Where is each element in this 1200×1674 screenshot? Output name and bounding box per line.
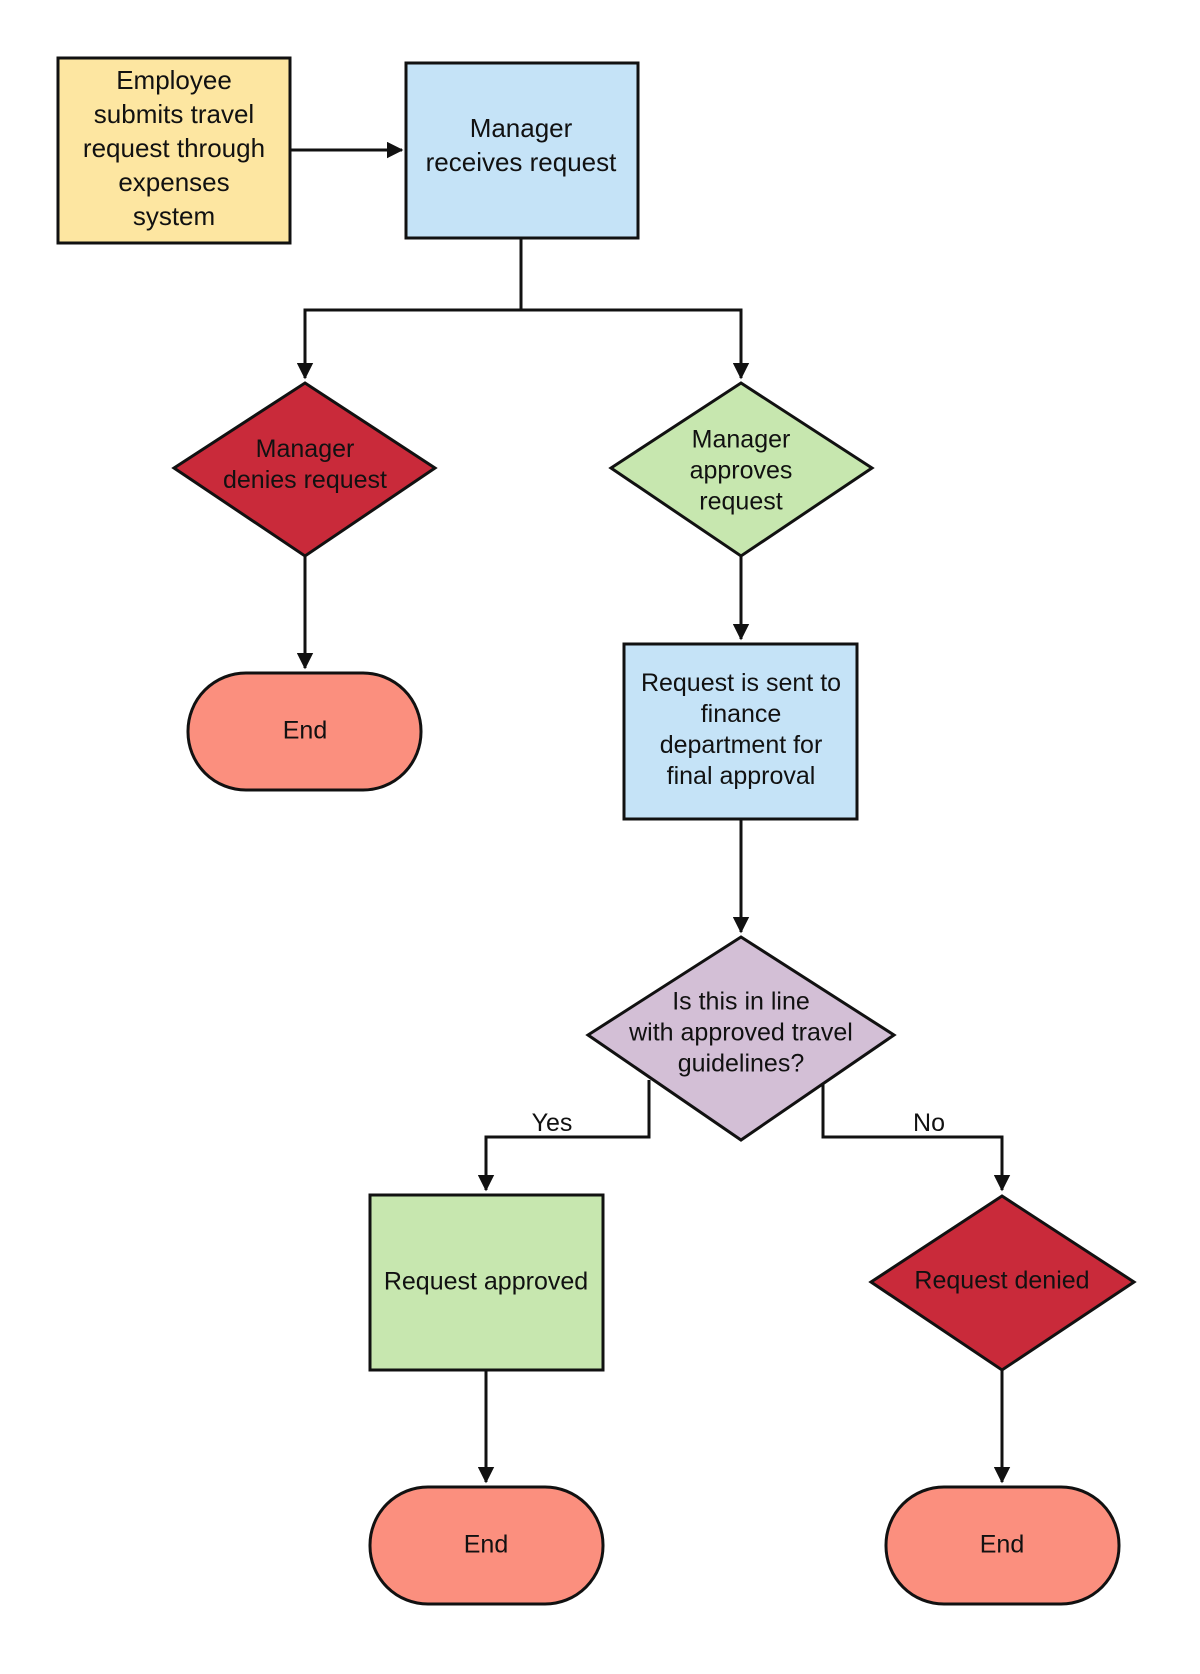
end-left-text: End	[283, 717, 327, 745]
node-text-line: Employee	[116, 65, 232, 95]
end-left-terminal	[186, 671, 423, 792]
node-text-line: department for	[660, 731, 823, 759]
request-denied-node: Request denied	[868, 1194, 1137, 1372]
yes-label: Yes	[532, 1109, 573, 1137]
manager-denies-node: Manager denies request	[171, 381, 438, 558]
node-text-line: denies request	[223, 466, 387, 494]
node-text-line: Manager	[692, 426, 791, 454]
manager-approves-text: Manager approves request	[690, 426, 793, 516]
manager-denies-text: Manager denies request	[223, 435, 387, 494]
manager-approves-diamond	[608, 381, 875, 558]
end-bottom-right-text: End	[980, 1531, 1024, 1559]
arrow-to-manager-approves	[521, 308, 750, 380]
node-text-line: Request is sent to	[641, 669, 841, 697]
node-text-line: Request denied	[914, 1267, 1089, 1295]
guidelines-check-text: Is this in line with approved travel guide…	[628, 988, 853, 1078]
node-text-line: submits travel	[94, 99, 254, 129]
employee-submits-text: Employee submits travel request through exp…	[83, 65, 265, 231]
node-text-line: finance	[701, 700, 782, 728]
node-text-line: request	[699, 488, 782, 516]
node-text-line: system	[133, 201, 215, 231]
manager-denies-diamond	[171, 381, 438, 558]
end-bottom-left-terminal	[368, 1485, 605, 1606]
end-bottom-left-text: End	[464, 1531, 508, 1559]
node-text-line: Is this in line	[672, 988, 810, 1016]
request-approved-box	[368, 1193, 605, 1372]
arrow-yes-to-approved	[477, 1080, 651, 1192]
sent-to-finance-node: Request is sent to finance department for f…	[622, 642, 859, 821]
employee-submits-box	[56, 56, 292, 245]
end-bottom-right-node: End	[884, 1485, 1121, 1606]
manager-receives-box	[404, 61, 640, 240]
node-text-line: End	[980, 1531, 1024, 1559]
node-text-line: receives request	[426, 147, 618, 177]
manager-approves-node: Manager approves request	[608, 381, 875, 558]
arrow-no-to-denied	[821, 1083, 1011, 1192]
node-text-line: final approval	[667, 762, 816, 790]
request-denied-diamond	[868, 1194, 1137, 1372]
request-approved-node: Request approved	[368, 1193, 605, 1372]
request-denied-text: Request denied	[914, 1267, 1089, 1295]
end-left-node: End	[186, 671, 423, 792]
node-text-line: End	[464, 1531, 508, 1559]
node-text-line: approves	[690, 457, 793, 485]
guidelines-check-node: Is this in line with approved travel guide…	[585, 935, 897, 1142]
manager-receives-node: Manager receives request	[404, 61, 640, 240]
sent-to-finance-box	[622, 642, 859, 821]
node-text-line: with approved travel	[628, 1019, 853, 1047]
node-text-line: expenses	[118, 167, 229, 197]
guidelines-check-diamond	[585, 935, 897, 1142]
manager-receives-text: Manager receives request	[426, 113, 618, 177]
employee-submits-node: Employee submits travel request through exp…	[56, 56, 292, 245]
end-bottom-right-terminal	[884, 1485, 1121, 1606]
request-approved-text: Request approved	[384, 1268, 588, 1296]
node-text-line: Manager	[256, 435, 355, 463]
node-text-line: End	[283, 717, 327, 745]
node-text-line: request through	[83, 133, 265, 163]
no-label: No	[913, 1109, 945, 1137]
node-text-line: Request approved	[384, 1268, 588, 1296]
arrow-to-manager-denies	[296, 308, 521, 380]
end-bottom-left-node: End	[368, 1485, 605, 1606]
sent-to-finance-text: Request is sent to finance department for f…	[641, 669, 841, 790]
node-text-line: Manager	[470, 113, 573, 143]
node-text-line: guidelines?	[678, 1050, 805, 1078]
